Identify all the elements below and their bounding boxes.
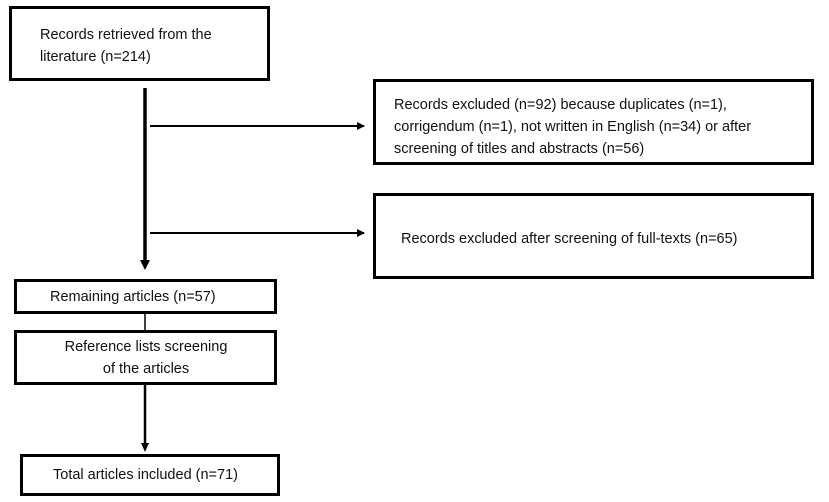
records-retrieved-box (9, 6, 270, 81)
total-arrowhead (141, 443, 149, 452)
excluded-first-text: Records excluded (n=92) because duplicat… (394, 97, 752, 157)
reference-screening-box (14, 330, 277, 385)
excluded-fulltext-box (373, 193, 814, 279)
main-flow-arrowhead (140, 260, 150, 270)
total-included-text: Total articles included (n=71) (53, 467, 238, 483)
remaining-articles-box (14, 279, 277, 314)
excluded-fulltext-text: Records excluded after screening of full… (401, 231, 738, 247)
total-included-box (20, 454, 280, 496)
reference-screening-text: Reference lists screening of the article… (64, 339, 228, 377)
excluded-first-box (373, 79, 814, 165)
records-retrieved-text: Records retrieved from the literature (n… (40, 27, 212, 65)
remaining-articles-text: Remaining articles (n=57) (50, 289, 216, 305)
